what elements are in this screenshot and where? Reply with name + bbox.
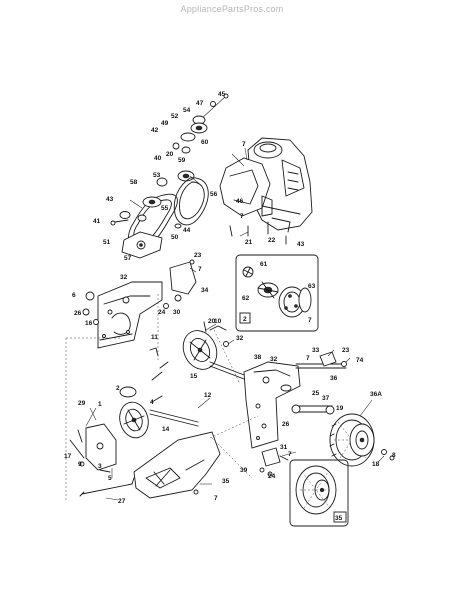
- callout-36: 36: [330, 375, 338, 382]
- callout-15: 15: [190, 373, 198, 380]
- callout-26-left: 26: [74, 310, 82, 317]
- shift-rod: [79, 477, 135, 497]
- callout-50: 50: [171, 234, 179, 241]
- callout-24-lower: 24: [268, 473, 276, 480]
- callout-60: 60: [201, 139, 209, 146]
- callout-37: 37: [322, 395, 330, 402]
- callout-58: 58: [130, 179, 138, 186]
- callout-30: 30: [173, 309, 181, 316]
- callout-25: 25: [312, 390, 320, 397]
- auger-pulley: [119, 386, 199, 439]
- callout-39: 39: [240, 467, 248, 474]
- callout-53: 53: [153, 172, 161, 179]
- callout-32-right: 32: [270, 356, 278, 363]
- inset-box-35: [289, 459, 349, 527]
- callout-12: 12: [204, 392, 212, 399]
- callout-20-upper: 20: [166, 151, 174, 158]
- callout-9: 9: [78, 461, 82, 468]
- inset-box-35-label: 35: [335, 515, 343, 522]
- callout-2: 2: [116, 385, 120, 392]
- callout-33: 33: [312, 347, 320, 354]
- callout-leaders: [89, 153, 385, 501]
- engine: [247, 137, 313, 233]
- callout-8: 8: [392, 452, 396, 459]
- drive-belt: [173, 177, 209, 226]
- callout-47: 47: [196, 100, 204, 107]
- watermark-text: AppliancePartsPros.com: [180, 4, 284, 14]
- callout-63: 63: [308, 283, 316, 290]
- callout-52: 52: [171, 113, 179, 120]
- callout-43-engine: 43: [297, 241, 305, 248]
- idler-pulleys: [110, 196, 182, 229]
- callout-18: 18: [372, 461, 380, 468]
- callout-57: 57: [124, 255, 132, 262]
- callout-32-frame: 32: [120, 274, 128, 281]
- belt-cover: [219, 147, 287, 245]
- callout-21: 21: [245, 239, 253, 246]
- callout-27: 27: [118, 498, 126, 505]
- callout-36a: 36A: [370, 391, 382, 398]
- callout-14: 14: [162, 426, 170, 433]
- base-plate: [133, 431, 221, 499]
- callout-23-upper: 23: [194, 252, 202, 259]
- chassis-frame-right: [243, 351, 347, 449]
- callout-7-base: 7: [214, 495, 218, 502]
- callout-20-mid: 20: [208, 318, 216, 325]
- callout-44: 44: [183, 227, 191, 234]
- callout-54: 54: [183, 107, 191, 114]
- callout-59: 59: [178, 157, 186, 164]
- callout-3: 3: [98, 463, 102, 470]
- callout-26-right: 26: [282, 421, 290, 428]
- callout-7-lever: 7: [288, 451, 292, 458]
- callout-17: 17: [64, 453, 72, 460]
- callout-1: 1: [98, 401, 102, 408]
- callout-29: 29: [78, 400, 86, 407]
- callout-41: 41: [93, 218, 101, 225]
- callout-32-plate: 32: [236, 335, 244, 342]
- drive-wheel-36a: [329, 413, 395, 467]
- callout-16: 16: [85, 320, 93, 327]
- callout-6: 6: [72, 292, 76, 299]
- callout-5: 5: [108, 475, 112, 482]
- callout-7-axle: 7: [306, 355, 310, 362]
- drive-plate: [182, 321, 229, 370]
- callout-19: 19: [336, 405, 344, 412]
- callout-31: 31: [280, 444, 288, 451]
- chassis-frame-left: [82, 259, 197, 349]
- callout-74: 74: [356, 357, 364, 364]
- callout-51: 51: [103, 239, 111, 246]
- inset-box-2-label: 2: [243, 316, 247, 323]
- inset-box-2: [235, 254, 319, 332]
- callout-24-upper: 24: [158, 309, 166, 316]
- callout-7-inset: 7: [308, 317, 312, 324]
- engine-pulley-plate: [121, 231, 163, 259]
- callout-35: 35: [222, 478, 230, 485]
- lever-bracket: [259, 447, 289, 477]
- callout-4: 4: [150, 399, 154, 406]
- callout-49: 49: [161, 120, 169, 127]
- callout-22: 22: [268, 237, 276, 244]
- callout-10: 10: [214, 318, 222, 325]
- callout-23-right: 23: [342, 347, 350, 354]
- front-housing: [69, 407, 117, 473]
- callout-40: 40: [154, 155, 162, 162]
- callout-61: 61: [260, 261, 268, 268]
- callout-45: 45: [218, 91, 226, 98]
- callout-11: 11: [151, 334, 158, 341]
- callout-labels: 45 47 54 52 49 42 60 20 40 59 53 58 56 4…: [64, 91, 396, 522]
- assembly-guides: [65, 294, 259, 500]
- callout-34: 34: [201, 287, 209, 294]
- callout-7-bracket: 7: [198, 266, 202, 273]
- callout-38-mid: 38: [254, 354, 262, 361]
- upper-pulley-stack: [156, 93, 229, 187]
- callout-62: 62: [242, 295, 250, 302]
- callout-55: 55: [161, 205, 169, 212]
- callout-56: 56: [210, 191, 218, 198]
- callout-7-engine: 7: [242, 141, 246, 148]
- callout-46: 46: [236, 198, 244, 205]
- callout-43-upper: 43: [106, 196, 114, 203]
- callout-42: 42: [151, 127, 159, 134]
- callout-7-cover: 7: [240, 213, 244, 220]
